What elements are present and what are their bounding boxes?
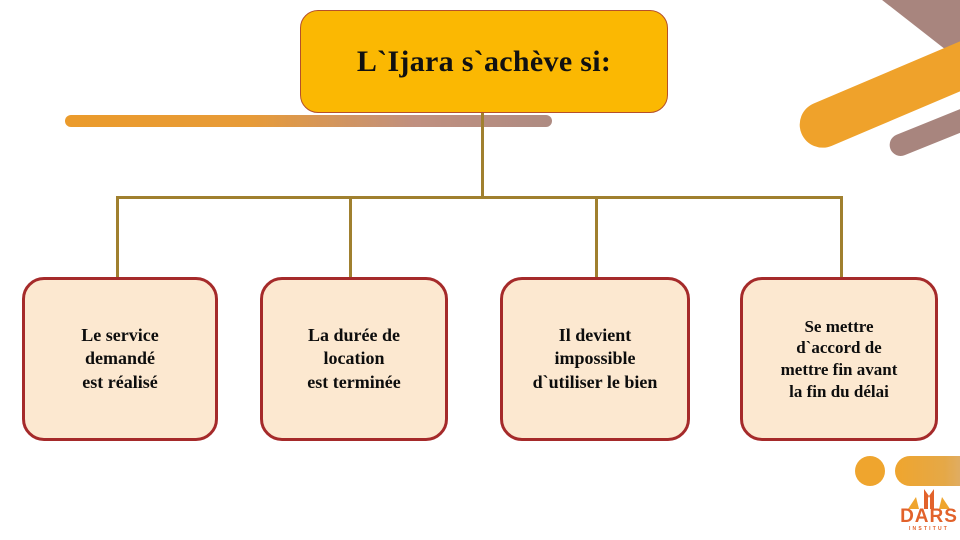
logo-mark-icon [898,487,960,509]
node-box-2: La durée de location est terminée [260,277,448,441]
node-label-3: Il devient impossible d`utiliser le bien [532,325,658,392]
title-box: L`Ijara s`achève si: [300,10,668,113]
dars-logo: DARS INSTITUT [898,487,960,537]
mauve-thin-bar-shape [886,82,960,160]
connector-drop-3 [595,196,598,280]
mauve-wide-bar-shape [824,0,960,97]
node-box-3: Il devient impossible d`utiliser le bien [500,277,690,441]
connector-drop-2 [349,196,352,280]
maroon-corner-shape [906,0,960,34]
node-label-1: Le service demandé est réalisé [81,325,159,392]
connector-rail [116,196,843,199]
connector-drop-4 [840,196,843,280]
connector-trunk [481,113,484,199]
orange-pill-shape [895,456,960,486]
node-box-4: Se mettre d`accord de mettre fin avant l… [740,277,938,441]
node-box-1: Le service demandé est réalisé [22,277,218,441]
connector-drop-1 [116,196,119,280]
node-label-4: Se mettre d`accord de mettre fin avant l… [780,316,898,401]
logo-subtitle: INSTITUT [908,526,950,532]
logo-name: DARS [900,506,958,527]
node-label-2: La durée de location est terminée [307,325,401,392]
title-underline-bar [65,115,552,127]
page-title: L`Ijara s`achève si: [356,44,612,78]
orange-diagonal-bar-shape [792,0,960,155]
orange-circle-shape [855,456,885,486]
